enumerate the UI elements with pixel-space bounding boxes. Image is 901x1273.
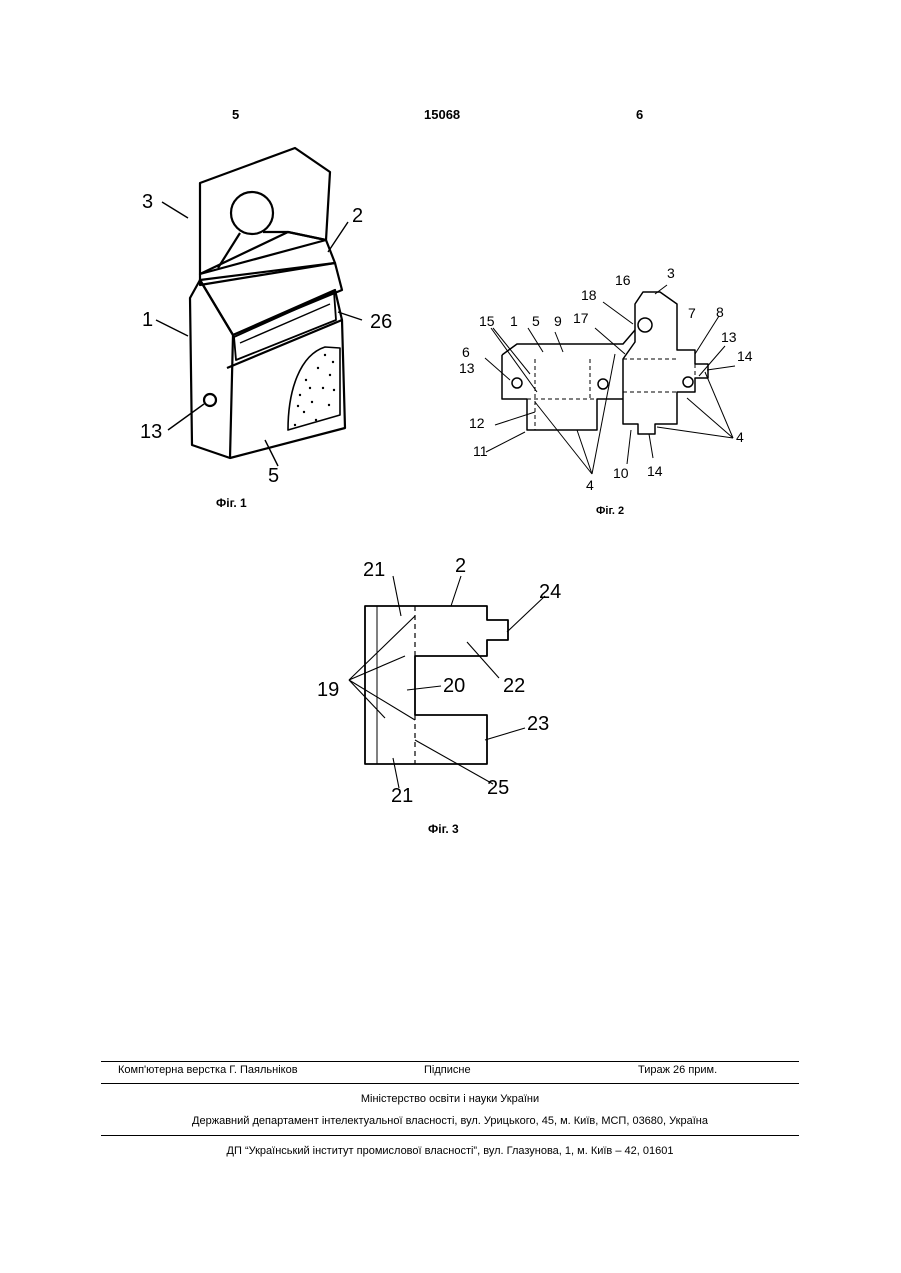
fig2-label-11: 11 [473, 443, 488, 459]
fig3-label-20: 20 [443, 675, 465, 697]
imprint-rule-middle [101, 1083, 799, 1084]
imprint-circulation: Тираж 26 прим. [638, 1064, 717, 1076]
patent-number: 15068 [424, 107, 460, 122]
figure-2-caption: Фіг. 2 [596, 505, 624, 517]
fig1-label-3: 3 [142, 191, 153, 213]
fig2-label-6: 6 [462, 344, 470, 360]
fig2-label-12: 12 [469, 415, 485, 431]
fig3-label-25: 25 [487, 777, 509, 799]
fig2-label-8: 8 [716, 304, 724, 320]
fig2-label-4-right: 4 [736, 429, 744, 445]
fig3-label-21-top: 21 [363, 559, 385, 581]
figure-3-drawing: 21 2 24 19 20 22 23 21 25 [315, 550, 585, 810]
fig3-label-23: 23 [527, 713, 549, 735]
imprint-rule-top [101, 1061, 799, 1062]
fig3-label-21-bottom: 21 [391, 785, 413, 807]
fig2-label-17: 17 [573, 310, 589, 326]
fig2-label-7: 7 [688, 305, 696, 321]
fig2-label-13-left: 13 [459, 360, 475, 376]
fig2-label-10: 10 [613, 465, 629, 481]
fig3-label-19: 19 [317, 679, 339, 701]
fig1-label-5: 5 [268, 465, 279, 487]
fig3-label-2: 2 [455, 555, 466, 577]
figure-1-drawing: 3 2 1 26 13 5 [130, 140, 410, 490]
fig2-label-14-right: 14 [737, 348, 753, 364]
imprint-typesetting: Комп'ютерна верстка Г. Паяльніков [118, 1064, 298, 1076]
fig3-label-24: 24 [539, 581, 561, 603]
imprint-ministry: Міністерство освіти і науки України [101, 1093, 799, 1105]
fig2-label-4-bottom: 4 [586, 477, 594, 493]
fig2-label-16: 16 [615, 272, 631, 288]
fig2-label-9: 9 [554, 313, 562, 329]
imprint-rule-bottom [101, 1135, 799, 1136]
fig3-label-22: 22 [503, 675, 525, 697]
page-number-left: 5 [232, 107, 239, 122]
fig1-label-2: 2 [352, 205, 363, 227]
fig2-label-5: 5 [532, 313, 540, 329]
fig2-label-15: 15 [479, 313, 495, 329]
fig2-label-13-right: 13 [721, 329, 737, 345]
imprint-institute: ДП “Український інститут промислової вла… [101, 1145, 799, 1157]
figure-1-caption: Фіг. 1 [216, 496, 247, 510]
figure-3-caption: Фіг. 3 [428, 822, 459, 836]
imprint-department: Державний департамент інтелектуальної вл… [101, 1115, 799, 1127]
fig1-label-26: 26 [370, 311, 392, 333]
fig2-label-18: 18 [581, 287, 597, 303]
figure-2-drawing: 16 3 18 17 7 8 15 1 5 9 6 13 13 14 12 11… [455, 262, 755, 497]
fig2-label-14-bottom: 14 [647, 463, 663, 479]
imprint-signed: Підписне [424, 1064, 471, 1076]
fig1-label-13: 13 [140, 421, 162, 443]
page-number-right: 6 [636, 107, 643, 122]
fig1-stipple [294, 354, 335, 426]
fig2-label-3: 3 [667, 265, 675, 281]
fig2-label-1: 1 [510, 313, 518, 329]
fig1-label-1: 1 [142, 309, 153, 331]
